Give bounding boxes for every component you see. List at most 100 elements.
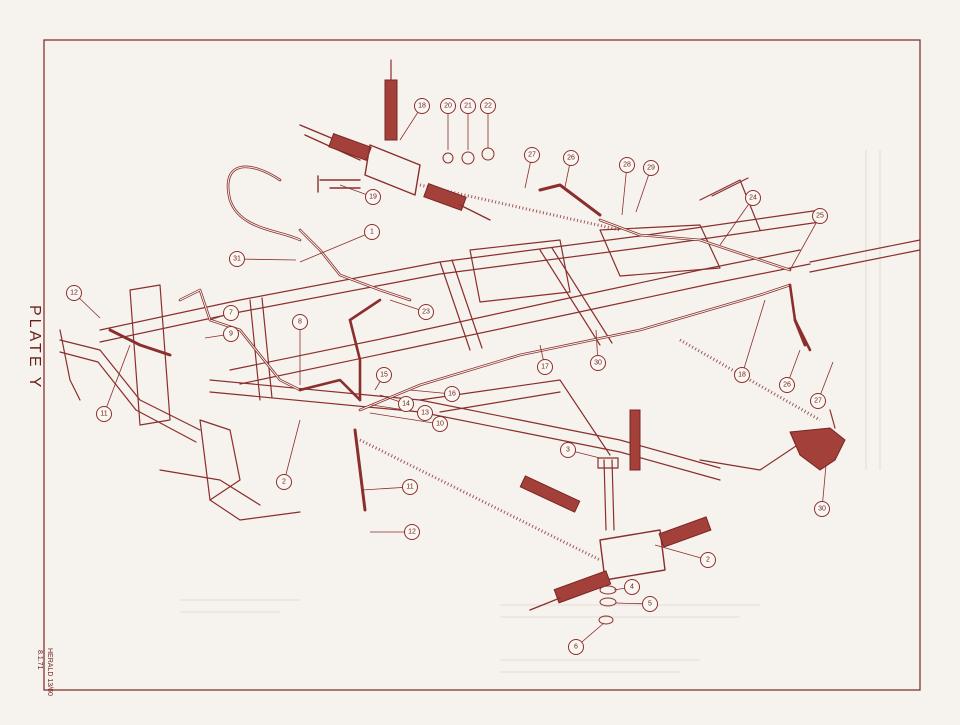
callout-number: 7 [229, 310, 233, 317]
top-tpiece-assembly [299, 59, 495, 221]
callout-circle [223, 305, 239, 321]
callout-number: 19 [369, 194, 377, 201]
callout-31: 31 [229, 251, 297, 267]
callout-7: 7 [209, 305, 239, 321]
callout-number: 25 [816, 213, 824, 220]
callout-5: 5 [615, 596, 658, 612]
callout-11: 11 [361, 479, 418, 495]
callout-2: 2 [654, 544, 716, 568]
callout-leader-line [741, 299, 766, 376]
page-border [43, 39, 921, 691]
callout-number: 26 [567, 155, 575, 162]
callout-number: 12 [408, 529, 416, 536]
callout-21: 21 [460, 98, 476, 150]
callout-circle [364, 224, 380, 240]
callout-9: 9 [204, 326, 239, 342]
callout-1: 1 [299, 224, 380, 263]
callout-12: 12 [370, 524, 420, 540]
callout-number: 4 [630, 584, 634, 591]
callout-number: 11 [100, 411, 107, 418]
callout-circle [432, 416, 448, 432]
callout-circle [418, 304, 434, 320]
callout-number: 10 [436, 421, 444, 428]
callout-number: 13 [421, 410, 429, 417]
callout-number: 18 [418, 103, 426, 110]
callout-number: 17 [541, 364, 549, 371]
callout-circle [402, 479, 418, 495]
callout-circle [398, 396, 414, 412]
callout-leader-line [299, 231, 373, 263]
callout-26: 26 [563, 150, 579, 188]
callout-leader-line [369, 412, 441, 425]
callout-circle [560, 442, 576, 458]
callout-circle [700, 552, 716, 568]
callout-22: 22 [480, 98, 496, 148]
callout-circle [480, 98, 496, 114]
callout-number: 6 [574, 644, 578, 651]
callout-circle [568, 639, 584, 655]
callout-25: 25 [789, 208, 828, 271]
callout-number: 28 [623, 162, 631, 169]
callout-leader-line [654, 544, 709, 561]
page-ref: 8.1.71 [36, 650, 43, 670]
plate-label: PLATE Y [26, 305, 43, 390]
callout-11: 11 [96, 344, 131, 422]
callout-number: 9 [229, 331, 233, 338]
callout-13: 13 [371, 404, 433, 421]
callout-circle [779, 377, 795, 393]
callout-circle [229, 251, 245, 267]
callout-circle [810, 393, 826, 409]
callout-circle [66, 285, 82, 301]
callout-30: 30 [590, 329, 606, 371]
callout-number: 15 [380, 372, 388, 379]
callout-circle [414, 98, 430, 114]
callout-circle [404, 524, 420, 540]
callout-18: 18 [734, 299, 766, 383]
callout-number: 20 [444, 103, 452, 110]
callout-24: 24 [719, 190, 761, 246]
callout-number: 30 [594, 360, 602, 367]
callout-circle [417, 405, 433, 421]
callout-number: 11 [406, 484, 413, 491]
callout-number: 16 [448, 391, 456, 398]
callout-number: 14 [402, 401, 410, 408]
callout-leader-line [621, 164, 628, 216]
callout-number: 12 [70, 290, 78, 297]
model-label: HERALD 13/60 [46, 648, 53, 696]
callout-circle [642, 596, 658, 612]
callout-number: 5 [648, 601, 652, 608]
callout-8: 8 [292, 314, 308, 385]
callout-circle [276, 474, 292, 490]
callout-circle [365, 189, 381, 205]
callout-23: 23 [389, 299, 434, 320]
callout-number: 2 [282, 479, 286, 486]
callout-circle [563, 150, 579, 166]
callout-2: 2 [276, 419, 301, 490]
callout-number: 24 [749, 195, 757, 202]
callout-number: 1 [370, 229, 374, 236]
callout-27: 27 [810, 361, 834, 409]
callout-10: 10 [369, 412, 448, 432]
callout-circle [814, 501, 830, 517]
callout-number: 18 [738, 372, 746, 379]
callout-18: 18 [399, 98, 430, 141]
callout-26: 26 [779, 349, 801, 393]
callout-number: 21 [464, 103, 472, 110]
callout-circle [590, 355, 606, 371]
page-ref-group: 8.1.71 [36, 650, 43, 670]
callout-number: 3 [566, 447, 570, 454]
callout-28: 28 [619, 157, 635, 216]
callout-circle [460, 98, 476, 114]
callout-3: 3 [560, 442, 601, 459]
callout-circle [537, 359, 553, 375]
callout-27: 27 [524, 147, 540, 189]
callout-20: 20 [440, 98, 456, 150]
callout-leader-line [236, 258, 297, 261]
callout-4: 4 [613, 579, 640, 595]
callout-14: 14 [379, 394, 414, 412]
callout-number: 27 [814, 398, 822, 405]
flexible-hoses [108, 183, 807, 512]
callout-number: 22 [484, 103, 492, 110]
